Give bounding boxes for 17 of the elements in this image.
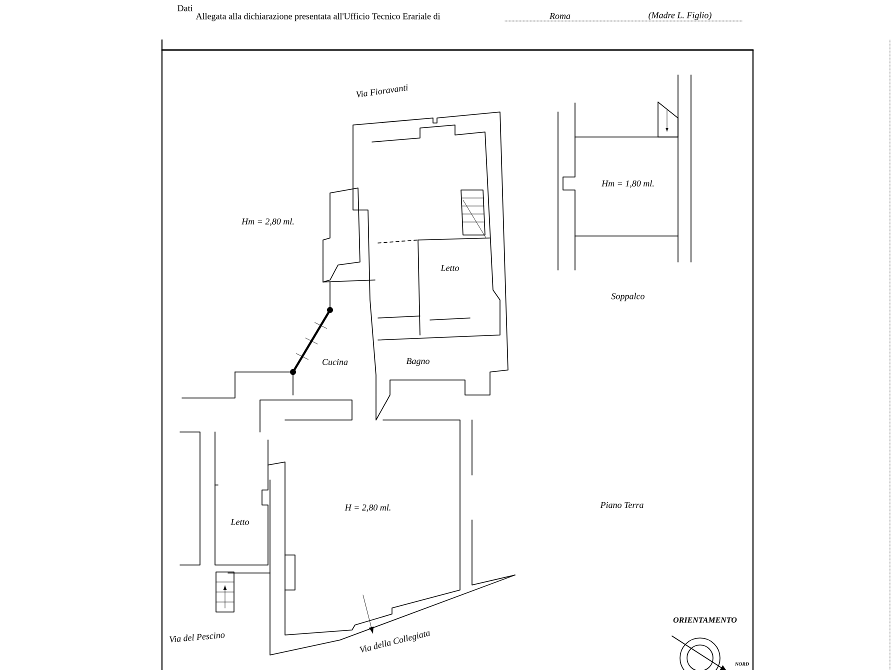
form-text: Allegata alla dichiarazione presentata all'Ufficio Tecnico Erariale di [196,12,440,22]
height-label: Hm = 2,80 ml. [242,218,294,226]
form-heading: Dati [178,5,193,12]
handwritten-note: (Madre L. Figlio) [648,12,712,20]
street-name: Via della Collegiata [360,631,430,652]
height-label: Hm = 1,80 ml. [602,180,654,188]
room-label: Letto [230,519,249,525]
floor-label: Soppalco [611,292,644,302]
room-label: Bagno [406,358,430,366]
place-name: Roma [549,13,570,19]
floor-label: Piano Terra [600,502,644,508]
street-name: Via Fioravanti [356,84,408,98]
room-label: Cucina [322,358,348,366]
compass-title: ORIENTAMENTO [673,617,737,623]
height-label: H = 2,80 ml. [344,504,390,512]
street-name: Via del Pescino [169,632,225,642]
room-label: Letto [440,265,459,271]
